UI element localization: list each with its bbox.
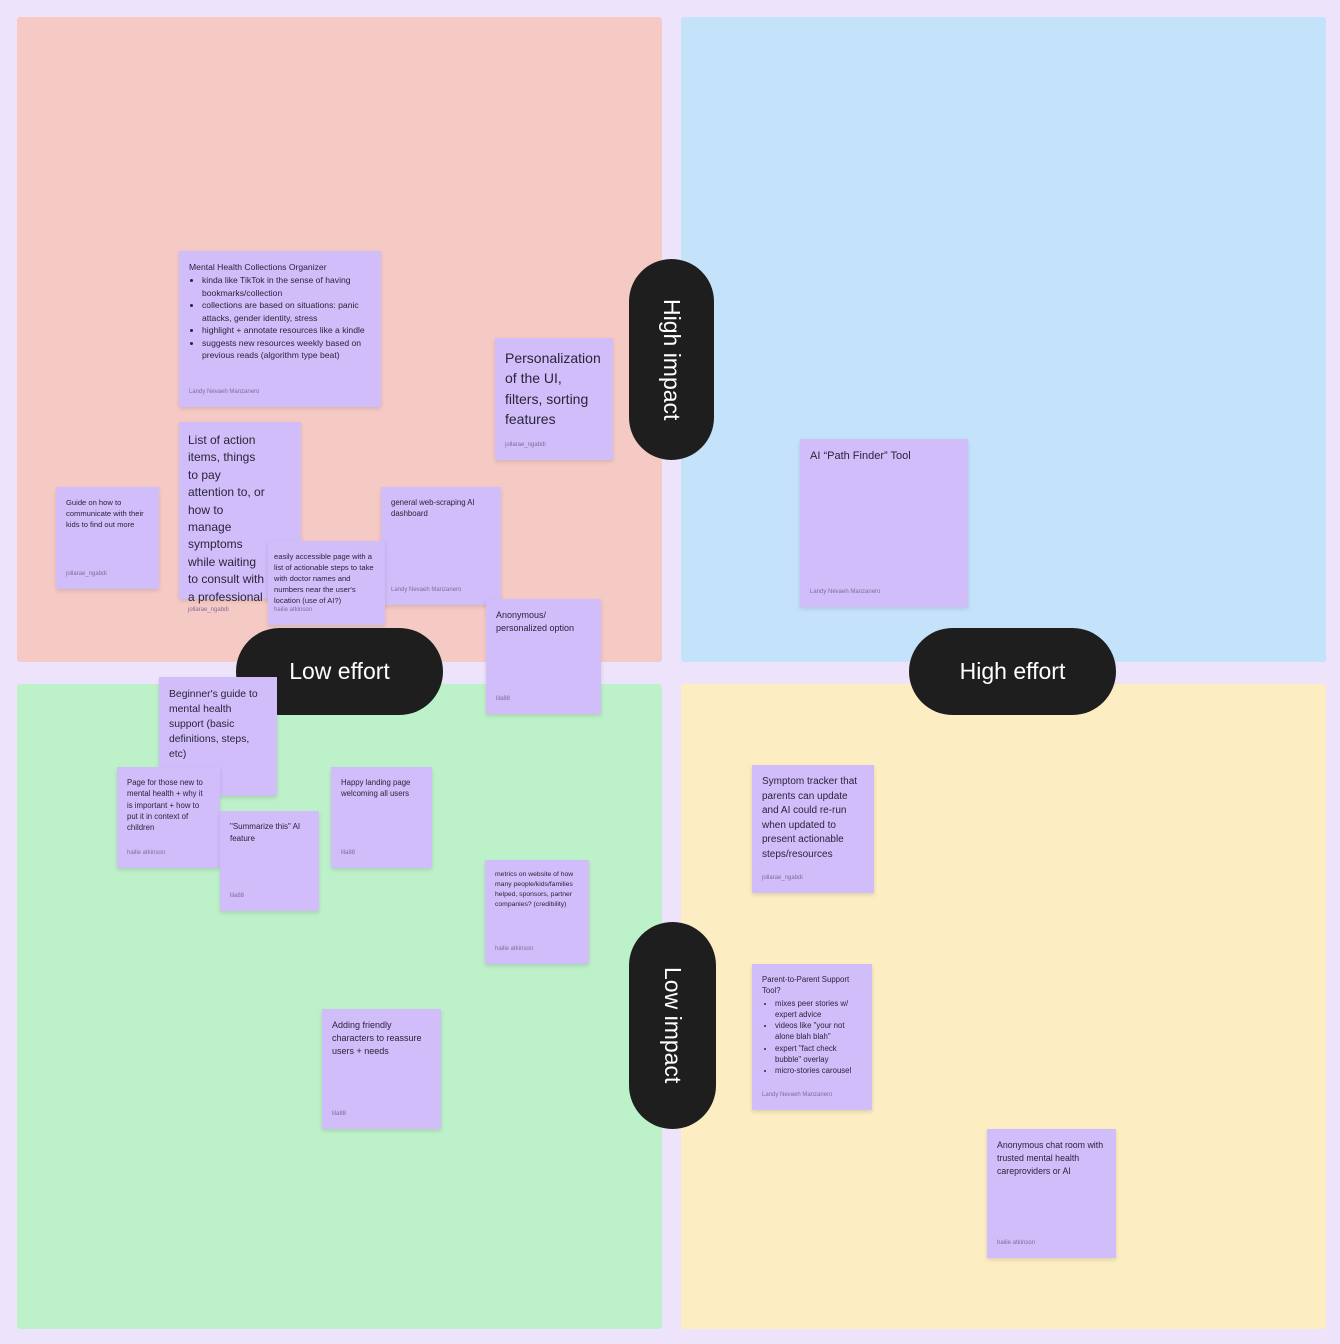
note-author: jollarae_ngabdi (188, 606, 229, 613)
note-bullet: kinda like TikTok in the sense of having… (202, 274, 371, 299)
sticky-note[interactable]: easily accessible page with a list of ac… (268, 541, 385, 625)
note-bullet: expert "fact check bubble" overlay (775, 1043, 862, 1066)
sticky-note[interactable]: Mental Health Collections Organizer kinda… (179, 251, 381, 407)
label-high-impact: High impact (629, 259, 714, 460)
note-text: Beginner's guide to mental health suppor… (169, 689, 258, 761)
note-text: List of action items, things to pay atte… (188, 433, 265, 604)
note-author: hailie atkinson (495, 946, 534, 953)
sticky-note[interactable]: Personalization of the UI, filters, sort… (495, 338, 613, 460)
note-bullets: mixes peer stories w/ expert advicevideo… (762, 998, 862, 1077)
note-bullet: highlight + annotate resources like a ki… (202, 324, 371, 336)
sticky-note[interactable]: Happy landing page welcoming all users li… (331, 767, 432, 868)
note-text: "Summarize this" AI feature (230, 822, 301, 843)
sticky-note[interactable]: Parent-to-Parent Support Tool?mixes peer… (752, 964, 872, 1110)
label-low-impact: Low impact (629, 922, 716, 1129)
sticky-note[interactable]: List of action items, things to pay atte… (179, 422, 301, 613)
note-text: Guide on how to communicate with their k… (66, 498, 144, 529)
note-text: Anonymous/ personalized option (496, 610, 575, 634)
sticky-note[interactable]: metrics on website of how many people/ki… (485, 860, 589, 964)
note-bullet: mixes peer stories w/ expert advice (775, 998, 862, 1021)
sticky-note[interactable]: Anonymous chat room with trusted mental … (987, 1129, 1116, 1258)
note-text: easily accessible page with a list of ac… (274, 552, 374, 605)
note-author: Landy Nevaeh Manzanero (810, 589, 881, 596)
note-author: lila88 (341, 850, 356, 857)
note-text: Happy landing page welcoming all users (341, 778, 411, 799)
note-author: lila88 (230, 893, 245, 900)
note-text: Adding friendly characters to reassure u… (332, 1020, 422, 1057)
note-text: Mental Health Collections Organizer (189, 262, 327, 272)
note-text: Personalization of the UI, filters, sort… (505, 350, 601, 427)
note-bullet: videos like "your not alone blah blah" (775, 1020, 862, 1043)
note-bullets: kinda like TikTok in the sense of having… (189, 274, 371, 361)
quadrant-high-impact-high-effort (681, 17, 1326, 662)
note-text: Symptom tracker that parents can update … (762, 776, 858, 860)
sticky-note[interactable]: "Summarize this" AI feature lila88 (220, 811, 319, 911)
note-text: Anonymous chat room with trusted mental … (997, 1140, 1104, 1176)
note-author: Landy Nevaeh Manzanero (189, 389, 260, 396)
note-text: Parent-to-Parent Support Tool? (762, 975, 850, 996)
note-text: general web-scraping AI dashboard (391, 498, 475, 519)
note-author: lila88 (332, 1111, 347, 1118)
note-text: metrics on website of how many people/ki… (495, 871, 574, 908)
note-bullet: suggests new resources weekly based on p… (202, 337, 371, 362)
note-author: hailie atkinson (127, 850, 166, 857)
note-author: jollarae_ngabdi (762, 875, 803, 882)
sticky-note[interactable]: Adding friendly characters to reassure u… (322, 1009, 441, 1129)
note-bullet: micro-stories carousel (775, 1065, 862, 1076)
note-author: lila88 (496, 696, 511, 703)
note-author: jollarae_ngabdi (66, 571, 107, 578)
label-high-effort: High effort (909, 628, 1116, 715)
note-author: jollarae_ngabdi (505, 442, 546, 449)
note-author: Landy Nevaeh Manzanero (762, 1092, 833, 1099)
note-author: hailie atkinson (274, 607, 313, 614)
note-text: AI “Path Finder” Tool (810, 450, 911, 462)
sticky-note[interactable]: Symptom tracker that parents can update … (752, 765, 874, 893)
sticky-note[interactable]: Guide on how to communicate with their k… (56, 487, 159, 589)
sticky-note[interactable]: Page for those new to mental health + wh… (117, 767, 220, 868)
note-text: Page for those new to mental health + wh… (127, 778, 203, 833)
note-bullet: collections are based on situations: pan… (202, 299, 371, 324)
note-author: hailie atkinson (997, 1240, 1036, 1247)
sticky-note[interactable]: Anonymous/ personalized option lila88 (486, 599, 601, 714)
note-author: Landy Nevaeh Manzanero (391, 587, 462, 594)
